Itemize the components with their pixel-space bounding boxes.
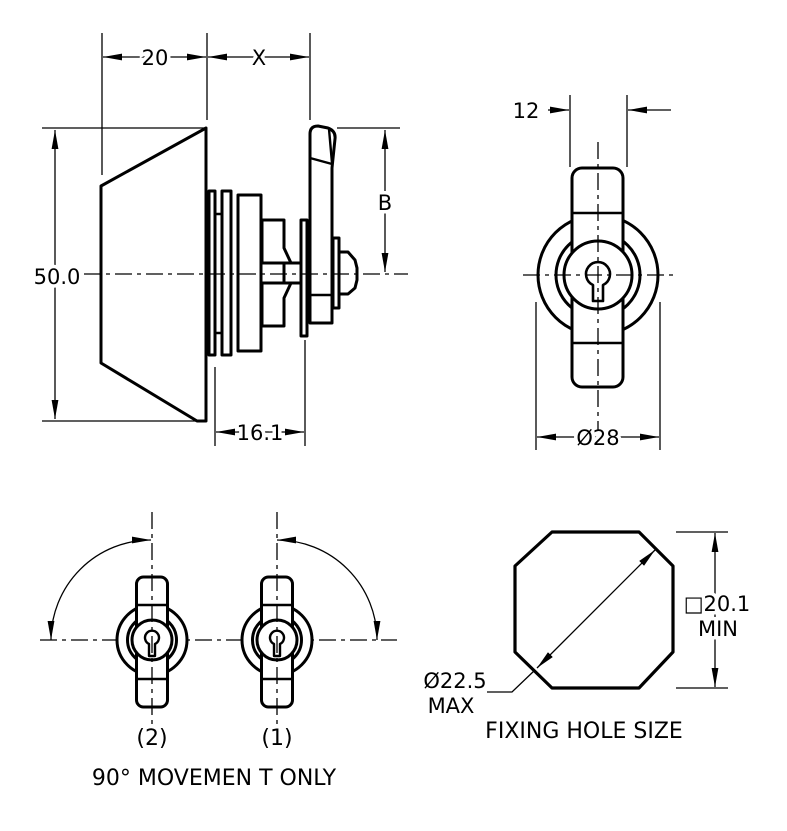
dim-max-label: MAX <box>428 694 475 718</box>
washer-plate-2 <box>220 189 233 357</box>
fixing-nut-upper <box>260 218 293 265</box>
rotation-view: (2) (1) 90° MOVEMEN T ONLY <box>40 512 397 795</box>
position-2-label: (2) <box>136 726 167 751</box>
cam-crease-line <box>308 156 334 166</box>
dim-b-label: B <box>378 191 392 215</box>
dim-square20-1-label: □20.1 <box>684 592 751 616</box>
cam-crease-line <box>327 127 334 165</box>
cam-fixing-screw-head <box>337 250 359 296</box>
position-1-label: (1) <box>261 726 292 751</box>
dim-min-label: MIN <box>698 617 738 641</box>
lock-body-housing <box>236 193 263 353</box>
front-view: 12 Ø28 <box>509 95 674 454</box>
diagonal-dim-arrow <box>536 549 656 669</box>
lock-position-2 <box>47 512 189 724</box>
dim-20-label: 20 <box>142 46 169 70</box>
dim-x-label: X <box>252 46 266 70</box>
rotation-caption: 90° MOVEMEN T ONLY <box>92 766 337 791</box>
rotation-arc-cw <box>276 536 381 641</box>
dim-50-label: 50.0 <box>34 265 81 289</box>
side-view: 20 X 50.0 B 16.1 <box>30 33 408 449</box>
cam-spacer-plate <box>299 218 309 338</box>
dim-16-1-label: 16.1 <box>237 421 284 445</box>
dim-12-label: 12 <box>513 99 540 123</box>
leader-line <box>487 669 536 693</box>
washer-plate-1 <box>207 189 217 357</box>
lock-position-1 <box>240 512 381 724</box>
rotation-arc-ccw <box>47 536 152 641</box>
fixing-hole-view: Ø22.5 MAX □20.1 MIN FIXING HOLE SIZE <box>420 530 754 748</box>
dim-dia22-5-label: Ø22.5 <box>423 669 486 693</box>
fixing-hole-caption: FIXING HOLE SIZE <box>485 719 683 744</box>
fixing-nut-lower <box>260 281 293 328</box>
